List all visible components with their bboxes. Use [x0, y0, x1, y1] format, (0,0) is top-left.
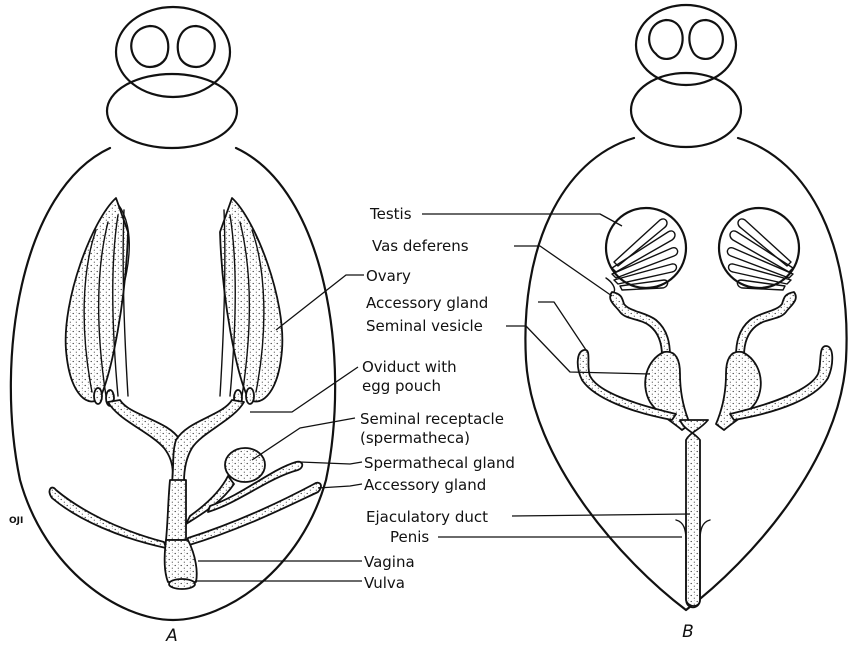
label-vulva: Vulva [364, 574, 405, 592]
female-panel: A OJI [9, 7, 364, 646]
label-ejaculatory-duct: Ejaculatory duct [366, 508, 488, 526]
label-spermathecal-gland: Spermathecal gland [364, 454, 515, 472]
male-ejaculatory-duct [680, 420, 708, 606]
female-labels: Ovary Oviduct with egg pouch Seminal rec… [360, 267, 515, 592]
label-vas-deferens: Vas deferens [372, 237, 469, 255]
leader-testis [422, 214, 622, 226]
leader-spermatheca [252, 418, 355, 460]
label-seminal-receptacle-line1: Seminal receptacle [360, 410, 504, 428]
label-accessory-gland-b: Accessory gland [366, 294, 488, 312]
female-vagina [165, 540, 197, 582]
artist-initials: OJI [9, 516, 23, 526]
male-left-vas-deferens [610, 292, 670, 356]
label-seminal-receptacle-line2: (spermatheca) [360, 429, 470, 447]
leader-accessory-gland-b [538, 302, 586, 350]
label-testis: Testis [369, 205, 412, 223]
male-right-vas-deferens [736, 292, 796, 356]
female-left-accessory-gland [49, 488, 166, 548]
leader-ejaculatory-duct [512, 514, 690, 516]
panel-b-letter: B [682, 622, 694, 642]
female-head [116, 7, 230, 97]
label-oviduct-line1: Oviduct with [362, 358, 457, 376]
panel-a-letter: A [165, 626, 178, 646]
female-vulva [169, 579, 195, 589]
male-panel: B [422, 5, 847, 642]
label-seminal-vesicle: Seminal vesicle [366, 317, 483, 335]
leader-spermathecal-gland [300, 462, 362, 464]
female-left-ovary [66, 198, 130, 406]
label-penis: Penis [390, 528, 429, 546]
female-right-ovary [220, 198, 282, 406]
male-left-testis [606, 208, 686, 292]
label-ovary: Ovary [366, 267, 411, 285]
label-vagina: Vagina [364, 553, 415, 571]
female-spermatheca [225, 448, 265, 482]
leader-ovary [276, 275, 364, 330]
female-common-oviduct [166, 480, 186, 540]
male-right-testis [719, 208, 799, 290]
label-accessory-gland-a: Accessory gland [364, 476, 486, 494]
female-thorax [107, 74, 237, 148]
label-oviduct-line2: egg pouch [362, 377, 441, 395]
